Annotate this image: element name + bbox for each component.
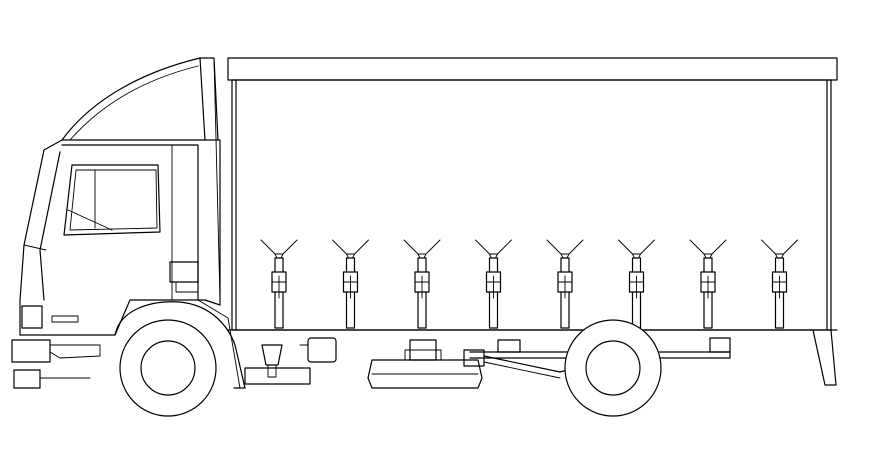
curtain-side-panel xyxy=(231,79,832,331)
cargo-body xyxy=(227,57,838,386)
roof-fairing xyxy=(61,57,219,141)
chassis-components xyxy=(244,337,731,389)
rear-wheel-hub xyxy=(585,340,641,396)
curtain-strap xyxy=(618,239,655,329)
cab-badge xyxy=(51,315,79,323)
curtain-strap xyxy=(546,239,584,329)
rear-corner-post xyxy=(812,329,837,386)
side-window xyxy=(63,164,161,236)
air-filter xyxy=(261,344,283,366)
curtain-strap xyxy=(475,239,512,329)
rear-wheel xyxy=(564,319,662,417)
fog-lamp xyxy=(13,369,41,389)
roof-rail xyxy=(227,57,838,81)
curtain-strap xyxy=(332,239,369,329)
curtain-strap xyxy=(260,239,298,329)
curtain-strap xyxy=(689,239,727,329)
cab-door xyxy=(61,144,199,301)
headlight xyxy=(21,305,43,329)
air-tank xyxy=(497,339,521,353)
side-step xyxy=(244,367,311,385)
front-wheel xyxy=(119,319,217,417)
curtain-straps xyxy=(260,239,798,329)
curtain-strap xyxy=(403,239,441,329)
front-bumper xyxy=(11,339,51,363)
windscreen-edge xyxy=(39,151,61,301)
fuel-tank xyxy=(367,359,483,389)
mirror-box xyxy=(169,261,199,283)
front-wheel-hub xyxy=(140,340,196,396)
cab xyxy=(11,57,246,389)
tank-strap xyxy=(463,349,485,367)
battery-box xyxy=(307,337,337,363)
rear-lamp xyxy=(709,337,731,353)
curtain-strap xyxy=(761,239,798,329)
cab-outline xyxy=(19,139,221,336)
